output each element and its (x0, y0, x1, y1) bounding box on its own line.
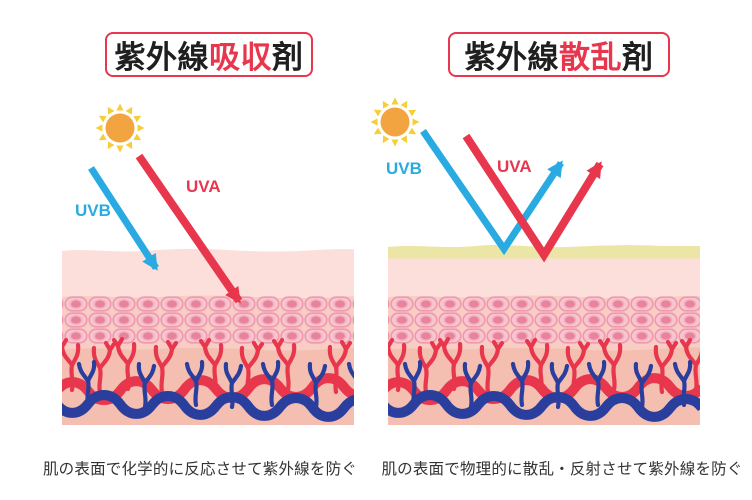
scatterer-caption: 肌の表面で物理的に散乱・反射させて紫外線を防ぐ (381, 461, 743, 478)
title-highlight: 散乱 (559, 40, 622, 75)
uvb-ray-reflected (420, 129, 564, 256)
uva-ray-reflected (462, 133, 604, 263)
sun-icon (370, 97, 420, 147)
uvb-label-right: UVB (386, 159, 422, 178)
absorber-caption: 肌の表面で化学的に反応させて紫外線を防ぐ (42, 461, 357, 478)
title-prefix: 紫外線 (464, 40, 559, 75)
skin-cross-section-right (382, 249, 708, 425)
uvb-label-left: UVB (75, 201, 111, 220)
title-suffix: 剤 (272, 40, 304, 75)
uv-scatterer-title: 紫外線散乱剤 (448, 32, 670, 77)
title-suffix: 剤 (622, 40, 654, 75)
title-highlight: 吸収 (209, 40, 272, 75)
uvb-ray-absorbed (88, 166, 159, 271)
uva-ray-absorbed (135, 153, 243, 304)
sun-icon (95, 103, 145, 153)
title-prefix: 紫外線 (114, 40, 209, 75)
uv-absorber-title: 紫外線吸収剤 (105, 32, 313, 77)
uva-label-left: UVA (186, 177, 221, 196)
uva-label-right: UVA (497, 157, 532, 176)
